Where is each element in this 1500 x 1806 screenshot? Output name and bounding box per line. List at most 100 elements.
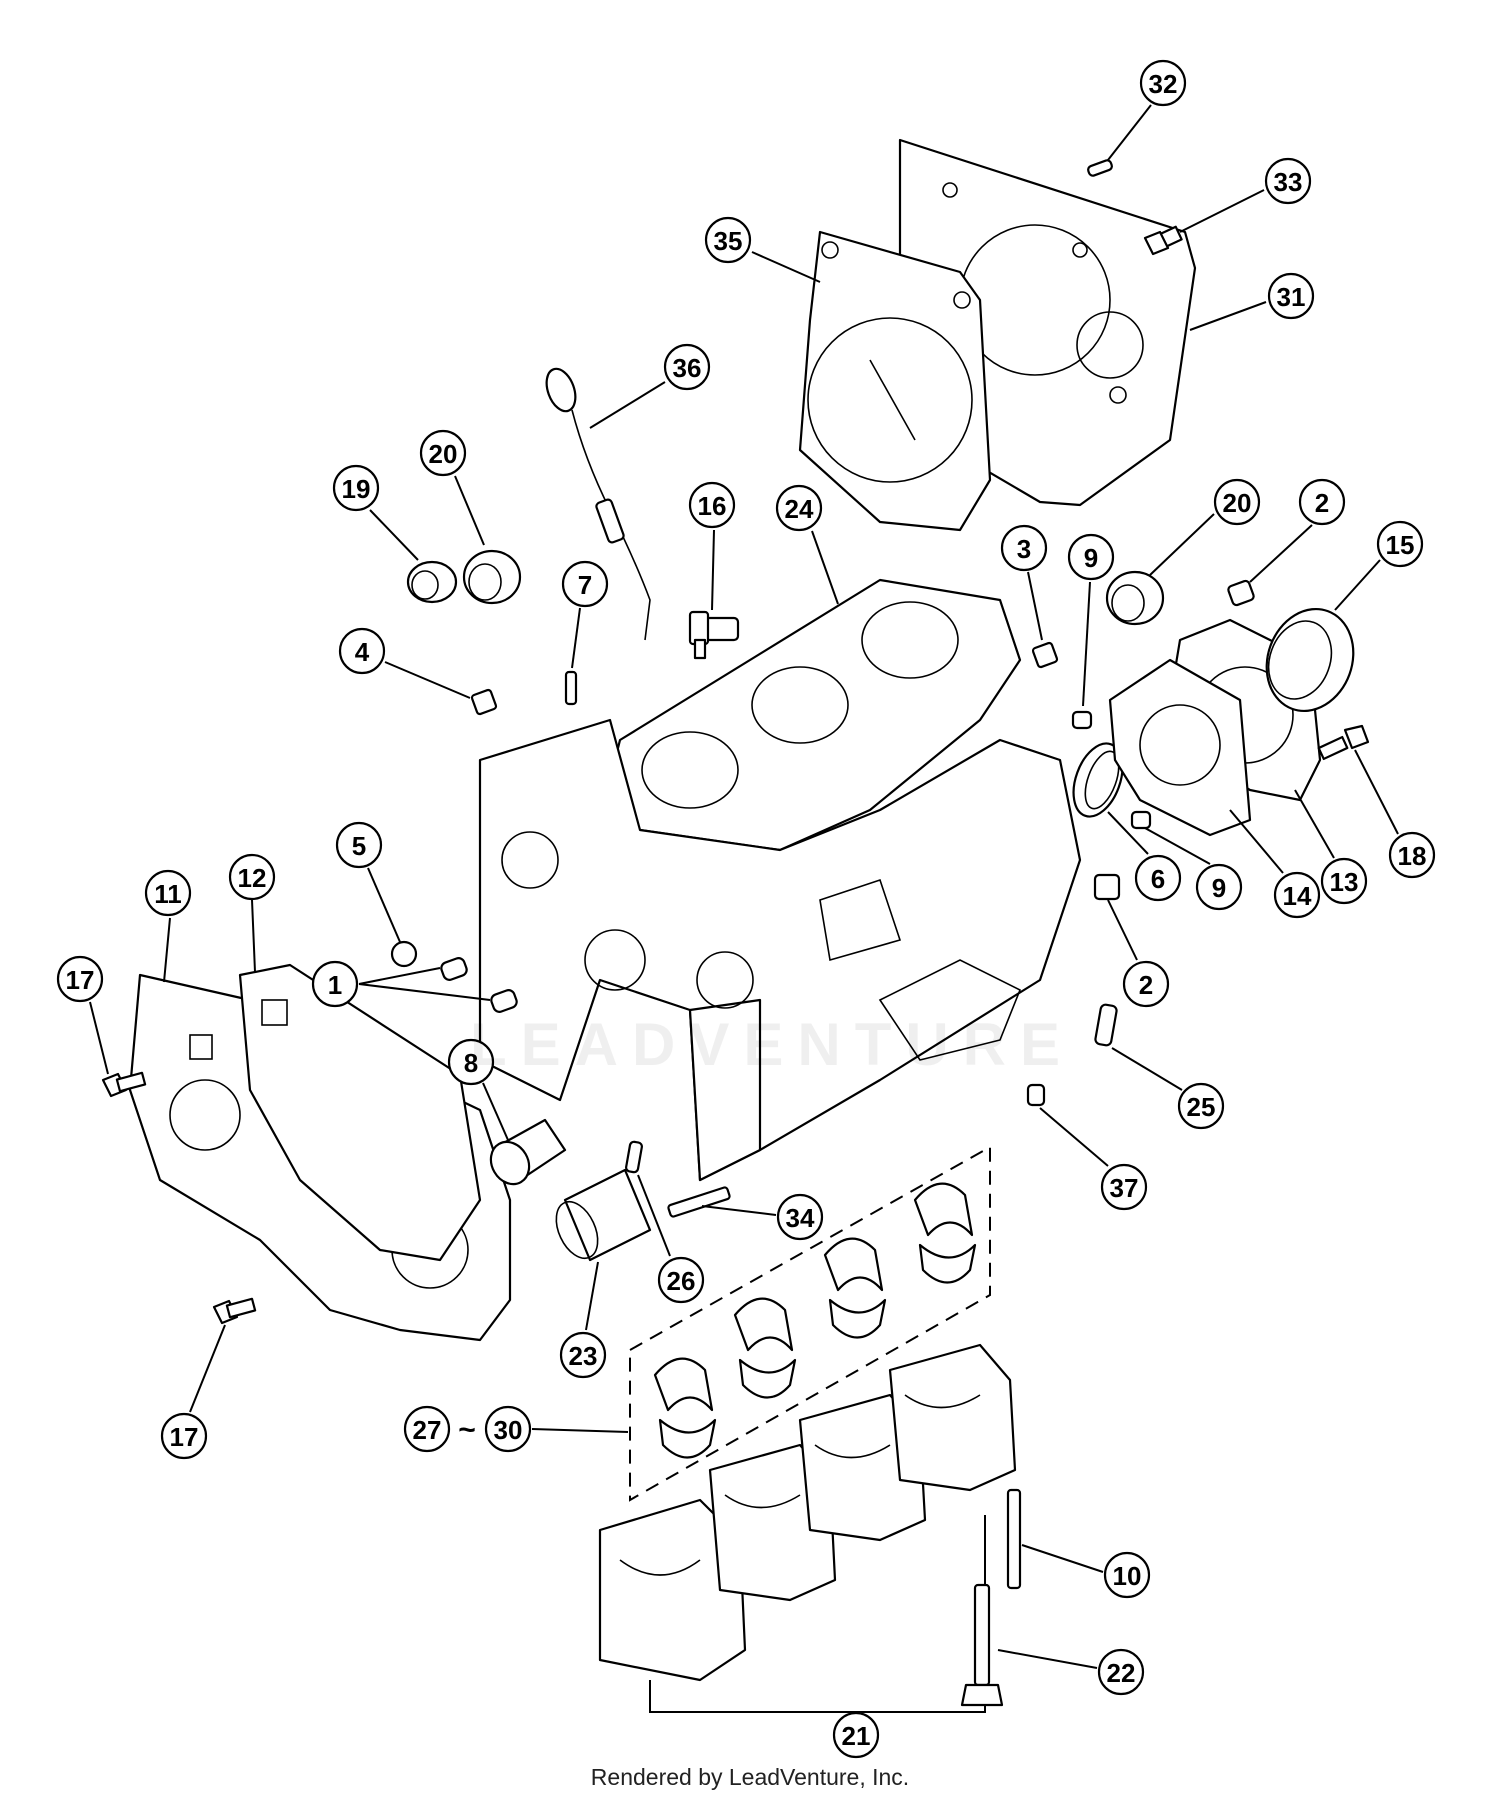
callout-number: 2 <box>1139 970 1153 1000</box>
plug-20a <box>462 549 522 605</box>
callout-c36: 36 <box>663 343 711 391</box>
callout-number: 22 <box>1107 1658 1136 1688</box>
cylinder-block <box>478 718 1082 1182</box>
callout-c32: 32 <box>1139 59 1187 107</box>
callout-circle <box>419 429 467 477</box>
callout-number: 14 <box>1283 881 1312 911</box>
oil-seal-15 <box>1265 607 1355 713</box>
callout-c30: 30 <box>484 1405 532 1453</box>
callout-number: 35 <box>714 226 743 256</box>
callout-circle <box>311 960 359 1008</box>
callout-circle <box>1134 854 1182 902</box>
leader-lines <box>89 104 1399 1713</box>
callout-number: 36 <box>673 353 702 383</box>
callout-circle <box>228 853 276 901</box>
callout-c33: 33 <box>1264 157 1312 205</box>
callout-c16: 16 <box>688 481 736 529</box>
pin-9b <box>1130 810 1152 830</box>
callout-circle <box>332 464 380 512</box>
callout-circle <box>1213 478 1261 526</box>
callout-circle <box>1097 1648 1145 1696</box>
callout-number: 20 <box>1223 488 1252 518</box>
callout-c3: 3 <box>1000 524 1048 572</box>
callout-number: 8 <box>464 1048 478 1078</box>
callout-number: 30 <box>494 1415 523 1445</box>
callout-circle <box>832 1711 880 1759</box>
callout-circle <box>56 955 104 1003</box>
callout-c22: 22 <box>1097 1648 1145 1696</box>
stud-10 <box>1006 1488 1022 1590</box>
callout-number: 7 <box>578 570 592 600</box>
callout-circle <box>484 1405 532 1453</box>
bolt-17a <box>101 1071 147 1098</box>
callout-c14: 14 <box>1273 871 1321 919</box>
plug-3 <box>1031 641 1059 669</box>
callout-number: 33 <box>1274 167 1303 197</box>
callout-c5: 5 <box>335 821 383 869</box>
callout-number: 13 <box>1330 867 1359 897</box>
callout-c13: 13 <box>1320 857 1368 905</box>
callout-c23: 23 <box>559 1331 607 1379</box>
callout-c19: 19 <box>332 464 380 512</box>
bolt-17b <box>212 1297 257 1325</box>
bearing-caps-21 <box>598 1343 1017 1713</box>
callout-circle <box>657 1256 705 1304</box>
bolt-18 <box>1317 724 1370 761</box>
bearing-shell-group-27-30 <box>629 1145 991 1502</box>
pin-26 <box>625 1140 643 1174</box>
callout-number: 20 <box>429 439 458 469</box>
bolt-22 <box>960 1583 1004 1707</box>
callout-c20b: 20 <box>1213 478 1261 526</box>
callout-number: 12 <box>238 863 267 893</box>
plug-2a <box>1227 579 1255 607</box>
callout-c31: 31 <box>1267 272 1315 320</box>
callout-circle <box>1264 157 1312 205</box>
callout-c2b: 2 <box>1122 960 1170 1008</box>
callout-number: 31 <box>1277 282 1306 312</box>
bushing-23 <box>555 1168 652 1262</box>
callout-circle <box>1298 478 1346 526</box>
callout-circle <box>335 821 383 869</box>
bolt-33 <box>1143 225 1183 256</box>
callout-c15: 15 <box>1376 520 1424 568</box>
callout-number: 16 <box>698 491 727 521</box>
callout-number: 19 <box>342 474 371 504</box>
callout-c9a: 9 <box>1067 533 1115 581</box>
callout-c17a: 17 <box>56 955 104 1003</box>
callout-number: 37 <box>1110 1173 1139 1203</box>
gasket-14 <box>1108 658 1252 837</box>
callout-c34: 34 <box>776 1193 824 1241</box>
dowel-pin-32 <box>1087 159 1113 177</box>
bushing-1b <box>490 989 518 1013</box>
callout-number: 23 <box>569 1341 598 1371</box>
callout-circle <box>1388 831 1436 879</box>
callout-number: 27 <box>413 1415 442 1445</box>
callout-circle <box>160 1412 208 1460</box>
callout-number: 4 <box>355 637 370 667</box>
callout-circle <box>559 1331 607 1379</box>
callout-c25: 25 <box>1177 1082 1225 1130</box>
watermark: LEADVENTURE <box>470 1011 1075 1078</box>
callout-circle <box>1067 533 1115 581</box>
callout-circle <box>144 869 192 917</box>
callout-number: 6 <box>1151 864 1165 894</box>
callout-circle <box>1103 1551 1151 1599</box>
callout-number: 32 <box>1149 69 1178 99</box>
callout-c37: 37 <box>1100 1163 1148 1211</box>
bushing-1a <box>440 957 468 981</box>
callout-c18: 18 <box>1388 831 1436 879</box>
range-separator: ~ <box>458 1414 476 1447</box>
callout-c35: 35 <box>704 216 752 264</box>
plug-4 <box>470 688 498 716</box>
callout-circle <box>704 216 752 264</box>
callout-number: 5 <box>352 831 366 861</box>
callout-c26: 26 <box>657 1256 705 1304</box>
pin-7 <box>564 670 578 706</box>
callout-number: 2 <box>1315 488 1329 518</box>
callout-number: 9 <box>1084 543 1098 573</box>
callout-c10: 10 <box>1103 1551 1151 1599</box>
stud-34 <box>667 1186 731 1218</box>
callout-circle <box>1195 863 1243 911</box>
pin-25 <box>1094 1003 1118 1047</box>
